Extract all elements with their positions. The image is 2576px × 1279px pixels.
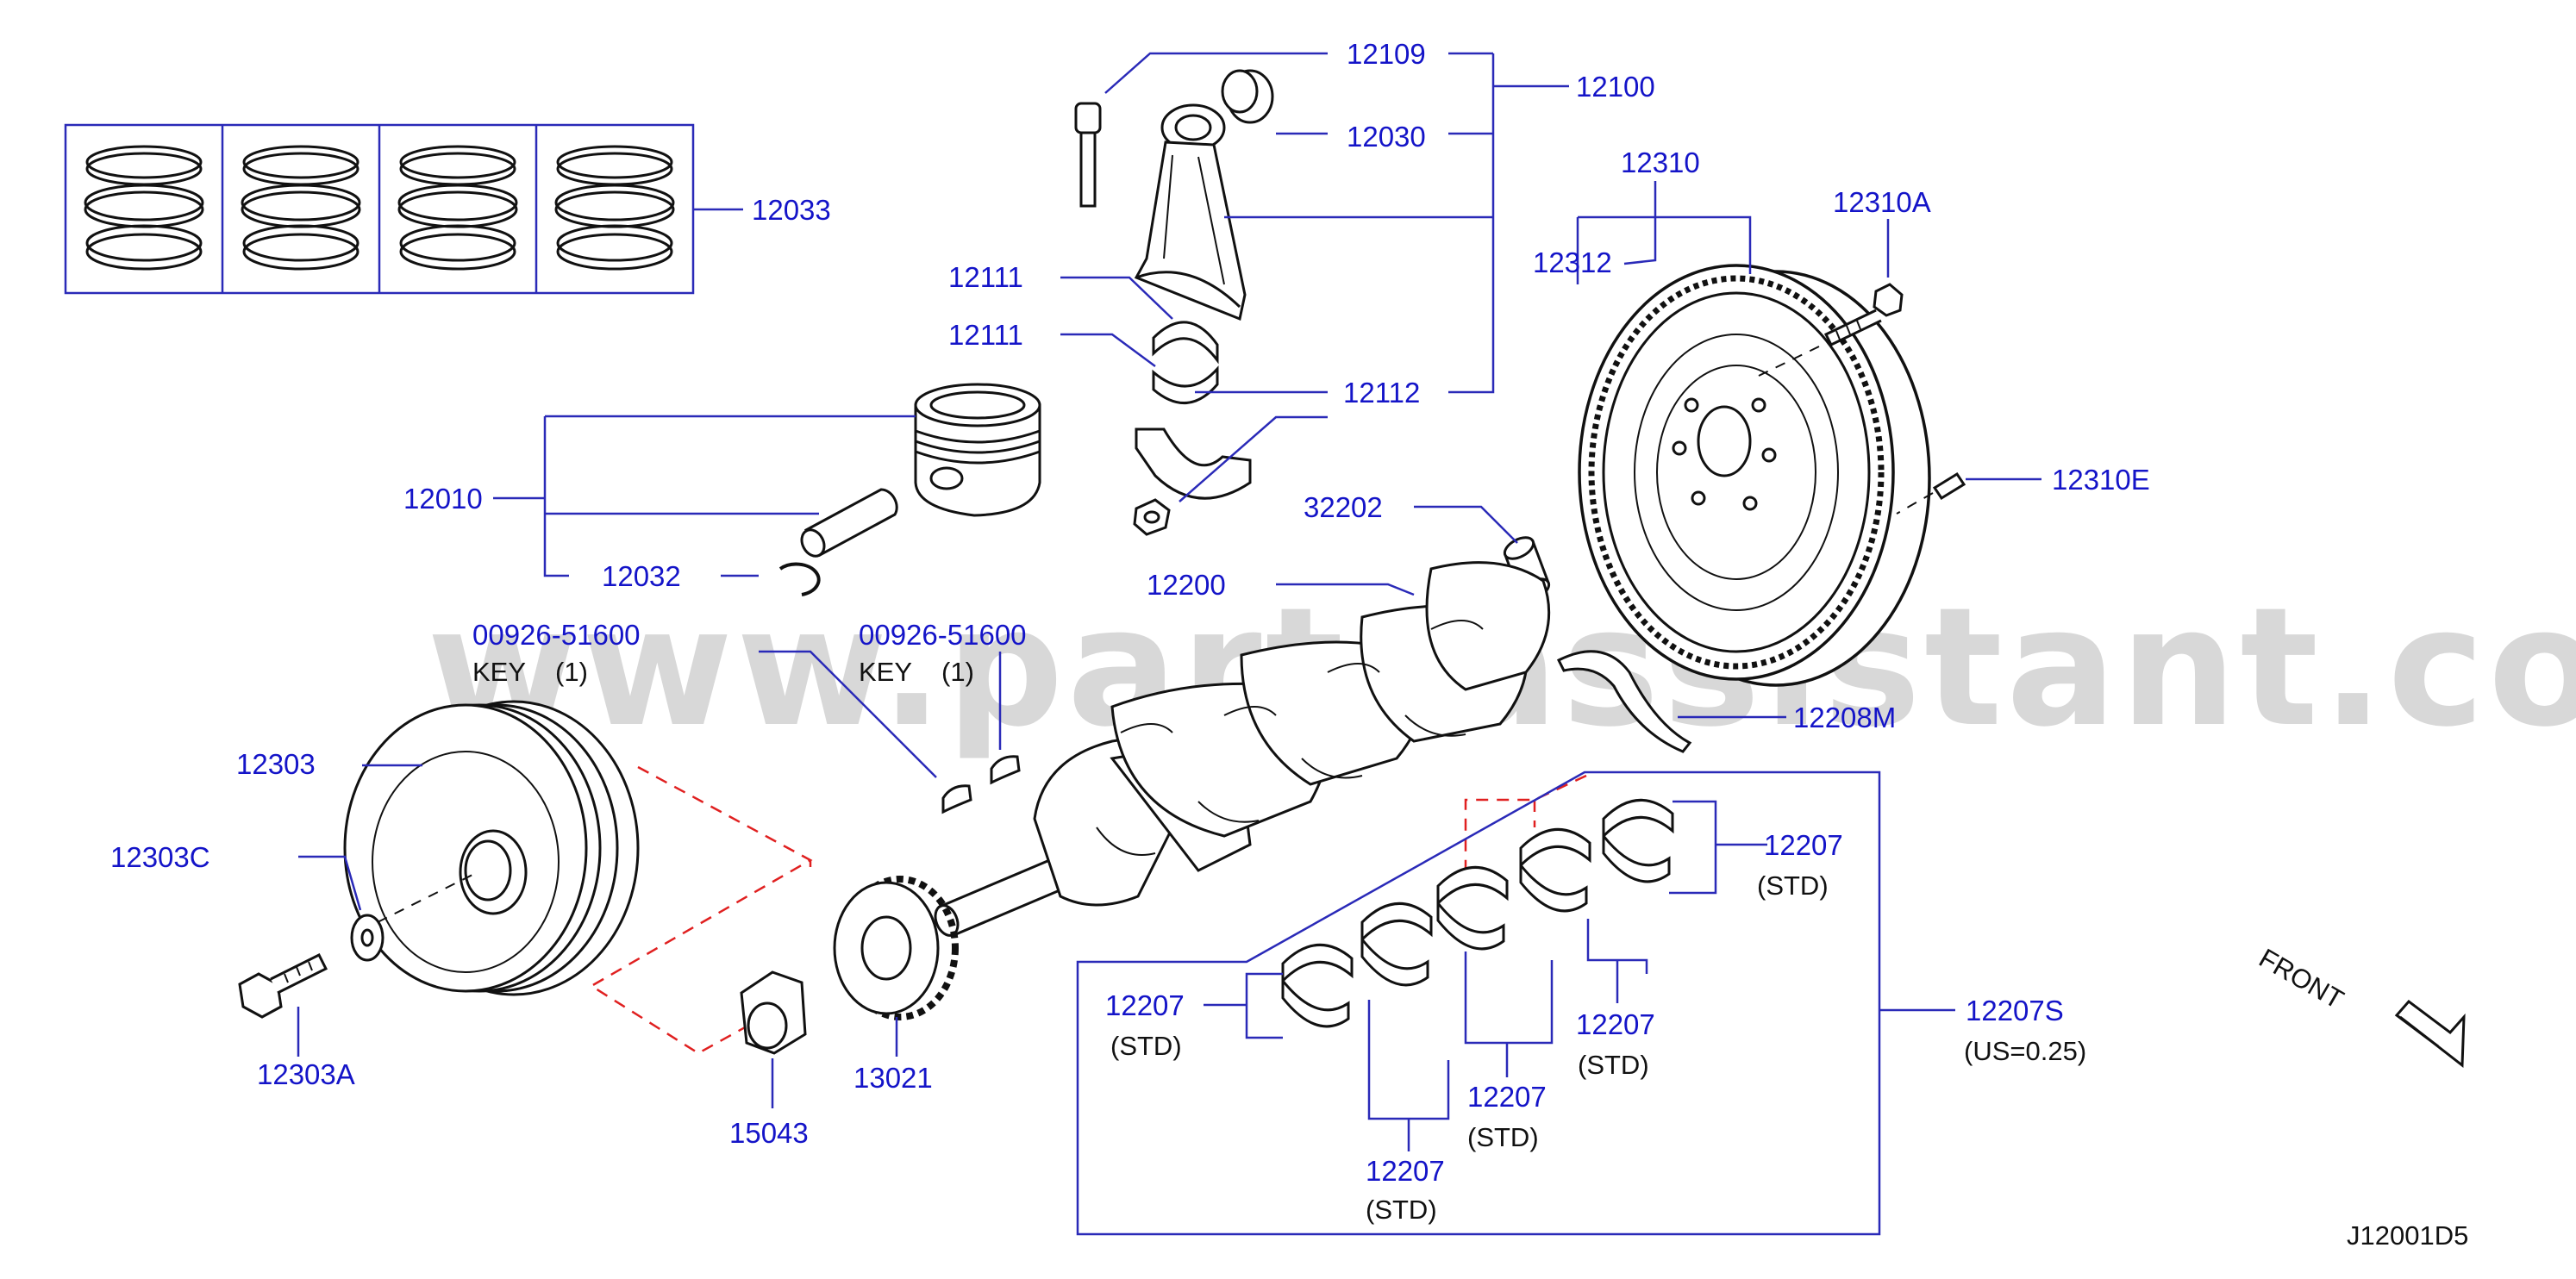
callout-13021[interactable]: 13021 bbox=[853, 1062, 933, 1094]
front-label: FRONT bbox=[2254, 943, 2349, 1015]
callout-key-1-desc: KEY bbox=[472, 657, 526, 687]
callout-12208M[interactable]: 12208M bbox=[1793, 702, 1896, 733]
callout-12207-d-note: (STD) bbox=[1366, 1195, 1437, 1225]
piston-pin-snap-ring[interactable] bbox=[778, 562, 821, 596]
piston-pin[interactable] bbox=[797, 488, 898, 560]
callout-12303[interactable]: 12303 bbox=[236, 748, 316, 780]
callout-key-1-qty: (1) bbox=[555, 657, 588, 687]
callout-12207-d[interactable]: 12207 bbox=[1366, 1155, 1445, 1187]
crankshaft[interactable] bbox=[931, 561, 1551, 939]
callout-12207-e-note: (STD) bbox=[1110, 1031, 1182, 1061]
callout-key-2-desc: KEY bbox=[859, 657, 912, 687]
callout-12111-lower[interactable]: 12111 bbox=[948, 319, 1023, 351]
callout-12207-c-note: (STD) bbox=[1467, 1122, 1539, 1152]
callout-key-1-part[interactable]: 00926-51600 bbox=[472, 619, 641, 651]
callout-12112[interactable]: 12112 bbox=[1343, 377, 1420, 409]
callout-12207-e[interactable]: 12207 bbox=[1105, 989, 1185, 1021]
connecting-rod-bearing-lower[interactable] bbox=[1152, 365, 1219, 404]
callout-12207-a-note: (STD) bbox=[1757, 870, 1829, 901]
callout-12310A[interactable]: 12310A bbox=[1833, 186, 1931, 218]
callout-12030[interactable]: 12030 bbox=[1347, 121, 1426, 153]
callout-12010[interactable]: 12010 bbox=[403, 483, 483, 515]
callout-12310[interactable]: 12310 bbox=[1621, 147, 1700, 178]
thrust-washer[interactable] bbox=[1556, 650, 1692, 753]
callout-12100[interactable]: 12100 bbox=[1576, 71, 1655, 103]
crankshaft-pulley[interactable] bbox=[343, 700, 640, 996]
main-bearing-5[interactable] bbox=[1281, 944, 1354, 1028]
callout-15043[interactable]: 15043 bbox=[729, 1117, 809, 1149]
callout-12033[interactable]: 12033 bbox=[752, 194, 831, 226]
main-bearing-2[interactable] bbox=[1519, 828, 1591, 913]
flywheel[interactable] bbox=[1578, 264, 1931, 687]
callout-32202[interactable]: 32202 bbox=[1304, 491, 1383, 523]
drive-spacer[interactable] bbox=[740, 970, 807, 1055]
callout-key-2-part[interactable]: 00926-51600 bbox=[859, 619, 1027, 651]
pulley-bolt[interactable] bbox=[238, 952, 328, 1019]
drawing-code: J12001D5 bbox=[2347, 1220, 2468, 1251]
callout-12207-b-note: (STD) bbox=[1578, 1050, 1649, 1080]
callout-key-2-qty: (1) bbox=[941, 657, 974, 687]
key-2[interactable] bbox=[990, 755, 1021, 785]
flywheel-dowel-pin[interactable] bbox=[1932, 471, 1966, 501]
connecting-rod-bearing-upper[interactable] bbox=[1152, 321, 1219, 365]
pulley-washer[interactable] bbox=[350, 914, 385, 962]
piston-ring-set[interactable] bbox=[64, 123, 695, 295]
connecting-rod-cap[interactable] bbox=[1135, 427, 1252, 500]
callout-12032[interactable]: 12032 bbox=[602, 560, 681, 592]
connecting-rod-bolt[interactable] bbox=[1074, 102, 1102, 208]
front-arrow-icon bbox=[2394, 999, 2466, 1068]
main-bearing-upper-1[interactable] bbox=[1602, 799, 1674, 883]
callout-12200[interactable]: 12200 bbox=[1147, 569, 1226, 601]
callout-12109[interactable]: 12109 bbox=[1347, 38, 1426, 70]
flywheel-bolt[interactable] bbox=[1823, 283, 1904, 346]
callout-12207-a[interactable]: 12207 bbox=[1764, 829, 1843, 861]
callout-12310E[interactable]: 12310E bbox=[2052, 464, 2150, 496]
main-bearing-4[interactable] bbox=[1360, 902, 1433, 987]
callout-12207-b[interactable]: 12207 bbox=[1576, 1008, 1655, 1040]
connecting-rod[interactable] bbox=[1134, 103, 1247, 321]
connecting-rod-bushing[interactable] bbox=[1221, 69, 1274, 124]
callout-12207-c[interactable]: 12207 bbox=[1467, 1081, 1547, 1113]
callout-12303A[interactable]: 12303A bbox=[257, 1058, 355, 1090]
callout-12207S[interactable]: 12207S bbox=[1966, 995, 2064, 1026]
callout-12303C[interactable]: 12303C bbox=[110, 841, 210, 873]
callout-12207S-note: (US=0.25) bbox=[1964, 1036, 2086, 1066]
callout-12312[interactable]: 12312 bbox=[1533, 246, 1612, 278]
connecting-rod-nut[interactable] bbox=[1133, 498, 1171, 536]
main-bearing-3[interactable] bbox=[1436, 866, 1509, 951]
piston[interactable] bbox=[914, 383, 1041, 517]
crankshaft-sprocket[interactable] bbox=[833, 876, 959, 1020]
key-1[interactable] bbox=[941, 784, 972, 814]
callout-12111-upper[interactable]: 12111 bbox=[948, 261, 1023, 293]
